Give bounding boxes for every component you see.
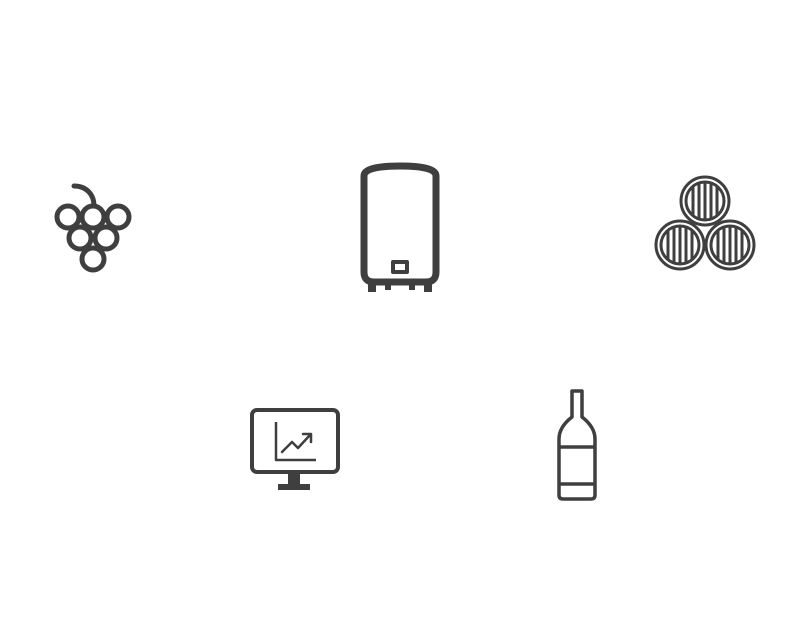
wine-barrels-icon <box>652 175 758 273</box>
wine-bottle-icon <box>555 387 599 505</box>
analytics-monitor-icon <box>246 405 342 495</box>
grapes-icon <box>50 180 136 276</box>
fermentation-tank-icon <box>358 160 442 298</box>
